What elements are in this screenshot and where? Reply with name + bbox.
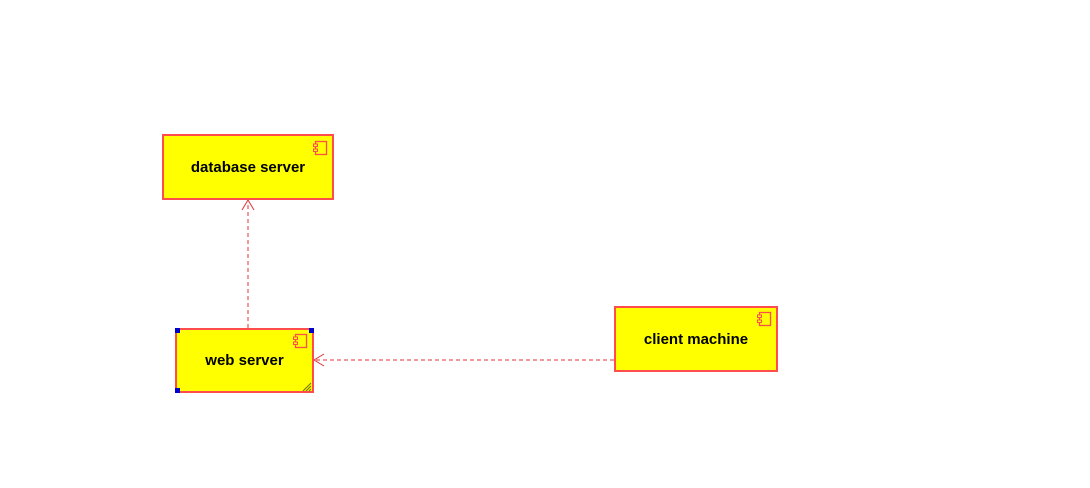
dependency-arrowhead-web — [313, 353, 325, 367]
component-client-machine[interactable]: client machine — [614, 306, 778, 372]
uml-component-icon — [292, 333, 308, 349]
component-label: web server — [205, 352, 284, 369]
selection-handle-top-left[interactable] — [175, 328, 180, 333]
uml-component-icon — [312, 140, 328, 156]
component-database-server[interactable]: database server — [162, 134, 334, 200]
component-label: client machine — [643, 330, 749, 348]
component-label: database server — [190, 158, 306, 176]
selection-handle-bottom-left[interactable] — [175, 388, 180, 393]
resize-grip-icon[interactable] — [300, 379, 312, 392]
selection-handle-top-right[interactable] — [309, 328, 314, 333]
dependency-arrowhead-database — [241, 199, 255, 211]
uml-component-icon — [756, 311, 772, 327]
component-web-server[interactable]: web server — [175, 328, 314, 393]
